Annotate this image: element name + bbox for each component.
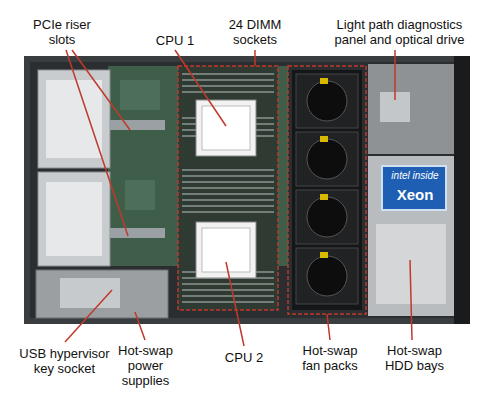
pcie-riser-cage <box>46 182 102 256</box>
fan-packs <box>292 70 362 310</box>
callout-label: Hot-swap fan packs <box>294 343 366 373</box>
chip <box>120 80 160 110</box>
chassis <box>24 56 464 324</box>
callout-label: Hot-swap HDD bays <box>377 343 452 373</box>
pcie-riser <box>38 172 110 266</box>
psu-panel <box>60 278 120 308</box>
callout-label: CPU 2 <box>214 350 274 365</box>
callout-label: Hot-swap power supplies <box>108 343 183 388</box>
logo-text: intel inside <box>386 170 444 182</box>
optical-drive-area <box>368 64 454 154</box>
cpu-heatsink <box>196 100 256 156</box>
power-supply <box>36 270 168 318</box>
pcie-slot <box>110 120 165 130</box>
callout-label: 24 DIMM sockets <box>215 17 295 47</box>
leader-lines <box>65 50 412 346</box>
logo-text: Xeon <box>386 186 444 203</box>
cpu-heatsink-top <box>202 106 250 150</box>
callout-label: USB hypervisor key socket <box>12 346 117 376</box>
pcie-riser <box>38 70 110 168</box>
pcie-riser-cage <box>46 80 102 158</box>
highlight-box <box>288 66 366 314</box>
callout-label: CPU 1 <box>145 33 205 48</box>
callout-label: PCIe riser slots <box>22 17 102 47</box>
pcie-slot <box>110 228 165 238</box>
chip <box>125 180 155 210</box>
front-bezel <box>454 56 470 324</box>
cpu-heatsink <box>196 222 256 278</box>
callout-label: Light path diagnostics panel and optical… <box>322 17 477 47</box>
chassis-floor <box>30 62 458 318</box>
intel-logo <box>382 166 446 210</box>
